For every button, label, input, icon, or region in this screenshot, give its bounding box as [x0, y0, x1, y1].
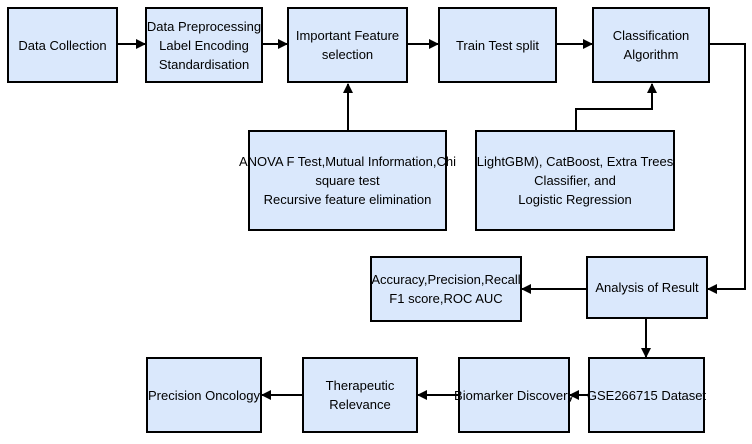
- node-feature-selection: Important Feature selection: [287, 7, 408, 83]
- box-text-line: Standardisation: [158, 56, 250, 72]
- box-text-line: Accuracy,Precision,Recall: [371, 272, 521, 287]
- node-metrics: Accuracy,Precision,Recall F1 score,ROC AU…: [370, 256, 522, 322]
- arrow-classifiers-to-classification: [575, 83, 657, 130]
- arrow-classification-to-analysis: [707, 43, 746, 294]
- box-text-line: Logistic Regression: [518, 192, 632, 207]
- node-precision-oncology: Precision Oncology: [146, 357, 262, 433]
- node-train-test-split: Train Test split: [438, 7, 557, 83]
- box-text-line: Algorithm: [623, 47, 679, 62]
- box-text-line: Analysis of Result: [595, 280, 699, 295]
- box-text-line: Recursive feature elimination: [263, 192, 432, 207]
- node-gse266715-dataset: GSE266715 Dataset: [586, 357, 707, 433]
- box-text-line: GSE266715 Dataset: [586, 387, 707, 403]
- box-text-line: Classification: [612, 28, 690, 43]
- box-text-line: Biomarker Discovery: [454, 387, 574, 403]
- box-text-line: LightGBM), CatBoost, Extra Trees: [476, 154, 674, 169]
- box-text-line: square test: [315, 173, 380, 188]
- node-analysis-of-result: Analysis of Result: [586, 256, 708, 319]
- box-text-line: F1 score,ROC AUC: [389, 291, 503, 306]
- box-text-line: Train Test split: [455, 37, 540, 53]
- box-text-line: Important Feature: [295, 28, 400, 43]
- box-text-line: Label Encoding: [159, 37, 249, 53]
- box-text-line: ANOVA F Test,Mutual Information,Chi: [239, 154, 456, 169]
- box-text-line: Precision Oncology: [148, 387, 260, 403]
- box-text-line: Data Preprocessing: [146, 18, 262, 34]
- node-feature-methods: ANOVA F Test,Mutual Information,Chi squar…: [239, 130, 456, 231]
- node-data-collection: Data Collection: [7, 7, 118, 83]
- box-text-line: Data Collection: [18, 37, 107, 53]
- box-text-line: selection: [321, 47, 374, 62]
- box-text-line: Therapeutic: [325, 378, 395, 393]
- node-biomarker-discovery: Biomarker Discovery: [454, 357, 574, 433]
- box-text-line: Relevance: [329, 397, 391, 412]
- box-text-line: Classifier, and: [534, 173, 616, 188]
